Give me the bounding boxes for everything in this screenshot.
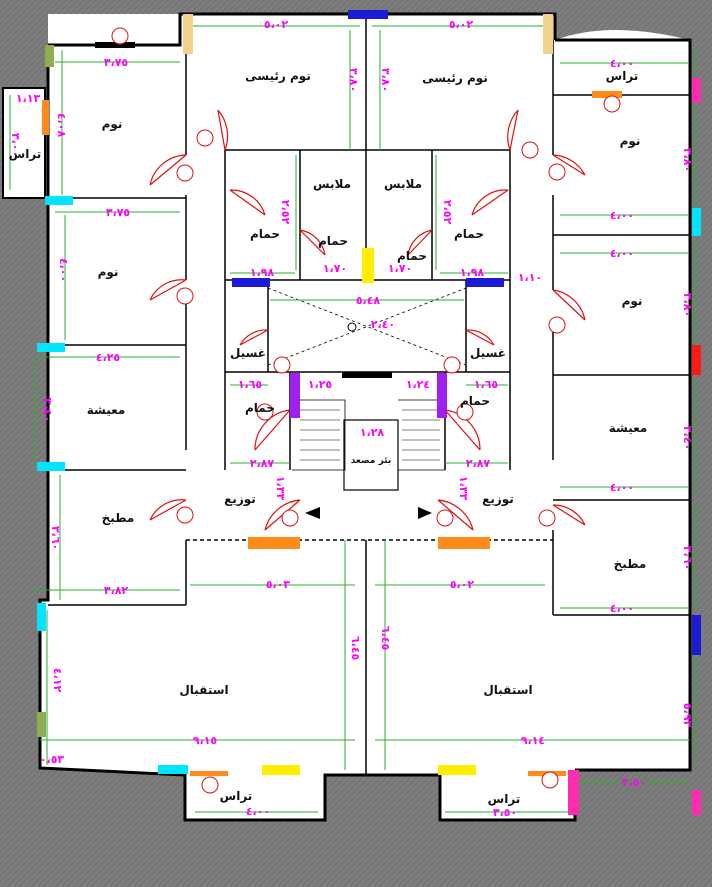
room-bath-left-1: حمام (250, 227, 280, 242)
dim-right-living-width: ٤،٠٠ (610, 481, 634, 494)
dim-right-terrace-width: ٤،٠٠ (610, 57, 634, 70)
room-kitchen-left: مطبخ (102, 511, 135, 525)
dim-laundry-left-width: ١،٦٥ (238, 378, 263, 391)
dim-stair-right: ١،٢٤ (406, 378, 430, 391)
dim-top-right: ٥،٠٢ (449, 18, 474, 31)
dim-right-bed1-width: ٤،٠٠ (610, 209, 634, 222)
room-living-right: معيشة (609, 421, 648, 435)
dim-bath-right-width: ١،٩٨ (460, 266, 485, 279)
dim-lower-corridor-right: ١،٣٣ (457, 476, 470, 501)
room-bath-left-2: حمام (318, 234, 348, 249)
room-kitchen-right: مطبخ (614, 557, 647, 571)
room-terrace-top-right: تراس (606, 69, 639, 83)
dim-right-side: ١،١٠ (518, 271, 542, 284)
corridor-diagonals (267, 287, 467, 519)
dim-lower-corridor-left: ١،٣٣ (274, 476, 287, 501)
vertical-dimension-labels: ٦،٤٥ ٦،٤٥ ٣،٨٠ ٣،٨٠ ٣،٤٠ ٣،٦٠ ٤،٠٠ ٤،٠٨ … (9, 68, 694, 766)
room-reception-right: استقبال (483, 683, 532, 697)
room-terrace-bottom-right: تراس (488, 792, 521, 806)
dimension-lines (9, 25, 696, 813)
dim-v-kitchen-left: ٣،٦٠ (49, 526, 62, 550)
dim-v-bath-right: ٢،٥٢ (441, 200, 454, 225)
dim-total-right: ٩،١٤ (521, 734, 545, 747)
dim-v-right-bed1: ٣،٨٠ (681, 148, 694, 172)
dim-right-bed2-width: ٤،٠٠ (610, 247, 634, 260)
room-bed-left: نوم (98, 265, 119, 280)
dim-top-left: ٥،٠٢ (264, 18, 289, 31)
room-laundry-right: غسيل (470, 346, 506, 360)
room-bath-right-1: حمام (454, 227, 484, 242)
dim-v-bed-left: ٤،٠٠ (57, 258, 70, 282)
dim-terrace-bottom-left-width: ٤،٠٠ (246, 805, 270, 818)
dim-v-left-low: ٤،١٢ (51, 668, 64, 693)
dim-total-left: ٩،١٥ (193, 734, 218, 747)
room-bed-top-left: نوم (102, 117, 123, 132)
dim-laundry-right-width: ١،٦٥ (474, 378, 499, 391)
room-laundry-left: غسيل (230, 346, 266, 360)
dim-v-reception-far-right: ٥،٩٣ (681, 703, 694, 728)
dim-lobby-right: ٢،٨٧ (466, 457, 491, 470)
dimension-labels: ٥،٠٢ ٥،٠٢ ٣،٧٥ ٣،٧٥ ٤،٢٥ ٣،٨٢ ٥،٠٣ ٥،٠٢ … (96, 18, 646, 819)
dim-living-left-width: ٤،٢٥ (96, 351, 121, 364)
room-terrace-bottom-left: تراس (220, 789, 253, 803)
dim-terrace-bottom-right-width: ٣،٥٠ (493, 806, 517, 819)
dim-v-master-left: ٣،٨٠ (347, 68, 360, 92)
building-interior (2, 14, 690, 820)
dim-v-right-living: ٣،٤٠ (681, 426, 694, 450)
room-closet-left: ملابس (313, 177, 351, 191)
dim-core: ٢،٤٠ (371, 318, 395, 331)
room-bed-right-2: نوم (622, 294, 643, 309)
dim-reception-left-top: ٥،٠٣ (266, 578, 291, 591)
dim-closet-left: ١،٧٠ (323, 262, 347, 275)
windows (37, 10, 701, 815)
dim-v-right-kitchen: ٣،٦٠ (681, 546, 694, 570)
room-closet-right: ملابس (384, 177, 422, 191)
dim-v-right-bed2: ٣،٨٠ (681, 293, 694, 317)
door-tags (111, 27, 621, 794)
dim-reception-right-top: ٥،٠٢ (450, 578, 475, 591)
dim-bath-left-width: ١،٩٨ (250, 266, 275, 279)
dim-stair-middle: ١،٢٨ (360, 426, 385, 439)
dim-lobby-left: ٢،٨٧ (250, 457, 275, 470)
dim-v-bed-top-left: ٤،٠٨ (55, 113, 68, 138)
dim-small-left: ٠،٥٣ (40, 753, 65, 766)
elevator-shaft-label: بئر مصعد (351, 456, 392, 466)
room-distribution-right: توزيع (482, 492, 514, 507)
room-labels: نوم تراس نوم معيشة مطبخ نوم رئيسى نوم رئ… (9, 69, 648, 806)
dim-kitchen-left-width: ٣،٨٢ (104, 584, 129, 597)
room-master-left: نوم رئيسى (245, 69, 311, 84)
dim-stair-left: ١،٢٥ (308, 378, 333, 391)
room-living-left: معيشة (87, 403, 126, 417)
dim-bed-top-left-width: ٣،٧٥ (104, 56, 129, 69)
doors (149, 109, 586, 531)
dim-v-master-right: ٣،٨٠ (379, 68, 392, 92)
room-distribution-left: توزيع (224, 492, 256, 507)
dim-v-living-left: ٣،٤٠ (41, 398, 54, 422)
dim-right-kitchen-width: ٤،٠٠ (610, 602, 634, 615)
room-bath-right-3: حمام (460, 394, 490, 409)
room-bed-right-1: نوم (620, 134, 641, 149)
dim-bottom-right-width: ٣،٥٠ (622, 776, 646, 789)
room-master-right: نوم رئيسى (422, 71, 488, 86)
dim-bed-left-width: ٣،٧٥ (106, 206, 131, 219)
dim-terrace-left-a: ١،١٣ (16, 92, 41, 105)
dim-v-reception-right: ٦،٤٥ (379, 626, 392, 651)
room-terrace-left: تراس (9, 147, 42, 161)
dim-v-bath-left: ٢،٥٢ (279, 200, 292, 225)
room-bath-left-3: حمام (245, 401, 275, 416)
room-bath-right-2: حمام (397, 249, 427, 264)
room-reception-left: استقبال (179, 683, 228, 697)
dim-v-reception-left: ٦،٤٥ (349, 636, 362, 661)
dim-terrace-left-b: ٣،٠٠ (9, 133, 22, 157)
dim-closet-right: ١،٧٠ (388, 262, 412, 275)
dim-corridor-width: ٥،٤٨ (356, 294, 381, 307)
